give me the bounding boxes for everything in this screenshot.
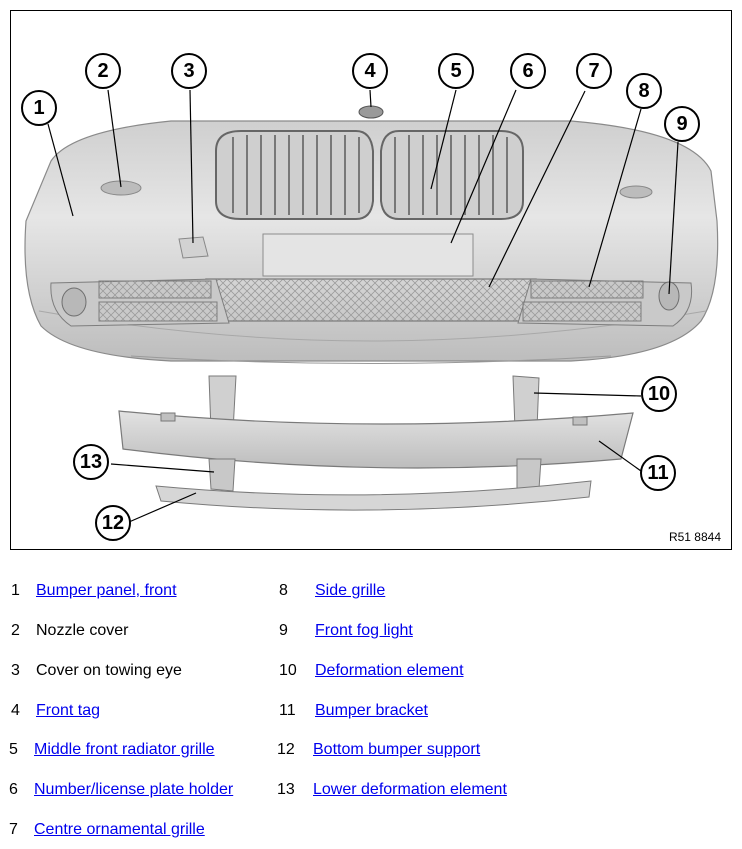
legend-number: 5 — [9, 741, 18, 758]
link-deformation-element[interactable]: Deformation element — [315, 662, 464, 679]
legend-number: 6 — [9, 781, 18, 798]
license-plate-holder — [262, 233, 474, 277]
link-bumper-panel-front[interactable]: Bumper panel, front — [36, 582, 177, 599]
callout-5: 5 — [450, 60, 461, 82]
callout-10: 10 — [648, 383, 670, 405]
bracket-tab — [572, 416, 588, 426]
legend-number: 7 — [9, 821, 18, 838]
centre-ornamental-grille — [205, 278, 537, 322]
legend-number: 13 — [277, 781, 295, 798]
link-front-fog-light[interactable]: Front fog light — [315, 622, 413, 639]
legend-number: 10 — [279, 662, 297, 679]
callout-3: 3 — [183, 60, 194, 82]
link-bumper-bracket[interactable]: Bumper bracket — [315, 702, 428, 719]
legend-number: 2 — [11, 622, 20, 639]
callout-7: 7 — [588, 60, 599, 82]
link-license-plate-holder[interactable]: Number/license plate holder — [34, 781, 234, 798]
exploded-diagram: 1 2 3 4 5 6 7 8 9 10 11 12 13 R51 8844 — [10, 10, 732, 550]
lower-deformation-element — [208, 458, 236, 492]
kidney-grille-right — [380, 130, 524, 220]
figure-reference-code: R51 8844 — [668, 530, 721, 544]
link-bottom-bumper-support[interactable]: Bottom bumper support — [313, 741, 481, 758]
link-lower-deformation-element[interactable]: Lower deformation element — [313, 781, 507, 798]
callout-11: 11 — [647, 462, 668, 484]
callout-2: 2 — [97, 60, 108, 82]
callout-6: 6 — [522, 60, 533, 82]
kidney-grille-left — [215, 130, 374, 220]
callout-8: 8 — [638, 80, 649, 102]
lower-deformation-element — [516, 458, 542, 490]
nozzle-cover-left — [100, 180, 142, 196]
nozzle-cover-right — [619, 185, 653, 199]
link-front-tag[interactable]: Front tag — [36, 702, 101, 719]
front-tag-emblem — [358, 105, 384, 119]
callout-13: 13 — [80, 451, 102, 473]
legend-number: 9 — [279, 622, 288, 639]
link-middle-front-radiator-grille[interactable]: Middle front radiator grille — [34, 741, 215, 758]
link-centre-ornamental-grille[interactable]: Centre ornamental grille — [34, 821, 205, 838]
towing-eye-cover — [178, 236, 209, 259]
link-side-grille[interactable]: Side grille — [315, 582, 386, 599]
callout-12: 12 — [102, 512, 124, 534]
legend-label-towing-eye-cover: Cover on towing eye — [36, 662, 182, 679]
legend-number: 8 — [279, 582, 288, 599]
leader-lines — [47, 89, 679, 523]
bottom-bumper-support — [155, 480, 592, 511]
legend-number: 4 — [11, 702, 20, 719]
side-grille-right — [517, 278, 693, 327]
bumper-illustration: 1 2 3 4 5 6 7 8 9 10 11 12 13 — [21, 53, 719, 541]
front-fog-light — [658, 281, 680, 311]
callout-1: 1 — [33, 97, 44, 119]
legend-number: 11 — [279, 702, 296, 719]
legend-number: 3 — [11, 662, 20, 679]
callout-9: 9 — [676, 113, 687, 135]
bumper-bracket — [118, 410, 634, 469]
legend-number: 1 — [11, 582, 20, 599]
callout-circles — [21, 53, 700, 541]
legend-label-nozzle-cover: Nozzle cover — [36, 622, 129, 639]
callout-4: 4 — [364, 60, 376, 82]
side-grille-left — [50, 278, 230, 327]
bracket-tab — [160, 412, 176, 422]
legend-number: 12 — [277, 741, 295, 758]
